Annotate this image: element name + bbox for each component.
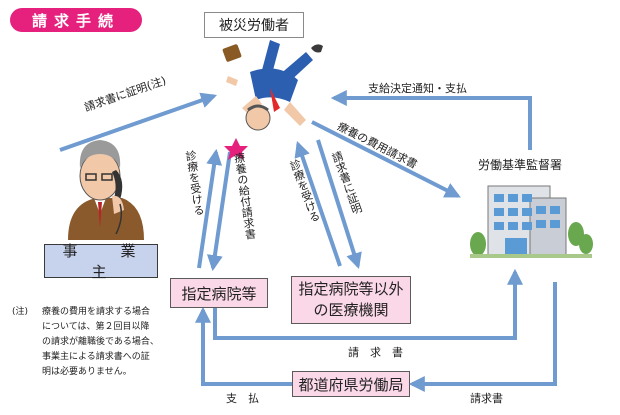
label-payment-decision-notice: 支給決定通知・支払 [368, 82, 467, 95]
node-employer: 事 業 主 [44, 242, 165, 281]
building-illustration [470, 185, 593, 258]
arrow-office-to-worker [330, 90, 532, 150]
node-injured-worker: 被災労働者 [204, 12, 304, 38]
label-claim-to-bureau: 請求書 [470, 392, 503, 405]
shoe-icon [311, 44, 323, 53]
label-payment: 支 払 [226, 392, 259, 405]
node-other-medical-institution: 指定病院等以外 の医療機関 [291, 276, 411, 324]
footnote-text: 療養の費用を請求する場合 については、第２回目以降 の請求が離職後である場合、 … [42, 307, 159, 377]
briefcase-icon [222, 44, 242, 62]
node-designated-hospital: 指定病院等 [170, 278, 268, 308]
footnote-mark: (注) [12, 307, 29, 317]
node-prefectural-labor-bureau: 都道府県労働局 [292, 371, 410, 397]
falling-worker-illustration [226, 40, 313, 131]
phone-man-illustration [68, 140, 144, 240]
arrow-office-to-bureau [408, 282, 557, 392]
other-institution-line2: の医療機関 [313, 301, 389, 319]
arrow-employer-to-worker [59, 92, 218, 152]
arrow-bureau-to-designated [195, 306, 292, 386]
arrow-worker-to-other [316, 139, 362, 270]
page-title: 請求手続 [10, 8, 142, 32]
arrow-worker-to-designated [206, 151, 232, 272]
arrow-other-to-worker [294, 140, 342, 267]
other-institution-line1: 指定病院等以外 [298, 280, 404, 298]
injury-star-icon [224, 138, 248, 160]
arrow-designated-to-worker [197, 148, 223, 269]
label-claim-document: 請 求 書 [348, 346, 403, 359]
arrow-worker-to-office [311, 120, 461, 198]
node-labor-standards-office: 労働基準監督署 [478, 158, 563, 172]
arrow-designated-to-office [213, 268, 523, 340]
